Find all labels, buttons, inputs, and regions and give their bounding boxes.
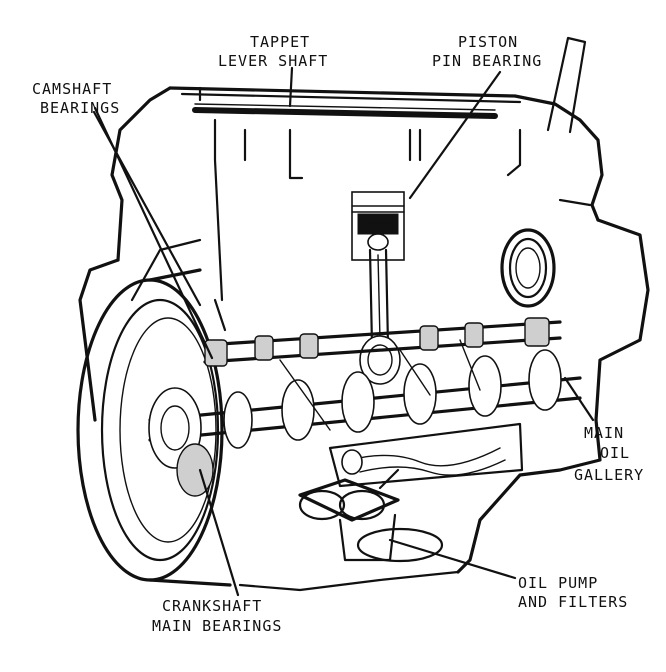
label-gallery-line3: GALLERY: [574, 466, 644, 484]
label-pump-line2: AND FILTERS: [518, 593, 628, 611]
label-crankshaft-main-bearings: CRANKSHAFT MAIN BEARINGS: [152, 597, 282, 635]
label-piston-line2: PIN BEARING: [432, 52, 542, 70]
label-camshaft-line2: BEARINGS: [40, 99, 120, 117]
camshaft: [203, 317, 562, 367]
oil-filter: [298, 468, 444, 563]
flywheel: [76, 268, 232, 587]
oil-sump: [328, 422, 524, 488]
label-tappet-lever-shaft: TAPPET LEVER SHAFT: [218, 33, 328, 70]
timing-gear: [500, 228, 556, 308]
label-pump-line1: OIL PUMP: [518, 574, 598, 592]
label-oil-pump-filters: OIL PUMP AND FILTERS: [518, 574, 628, 611]
label-camshaft-bearings: CAMSHAFT BEARINGS: [32, 80, 120, 117]
leader-lines: [92, 66, 595, 597]
label-tappet-line1: TAPPET: [250, 33, 310, 51]
label-tappet-line2: LEVER SHAFT: [218, 52, 328, 70]
label-main-oil-gallery: MAIN OIL GALLERY: [574, 424, 644, 484]
engine-block: [78, 36, 650, 592]
label-piston-line1: PISTON: [458, 33, 518, 51]
label-gallery-line2: OIL: [600, 444, 630, 462]
label-crank-line2: MAIN BEARINGS: [152, 617, 282, 635]
label-camshaft-line1: CAMSHAFT: [32, 80, 112, 98]
label-piston-pin-bearing: PISTON PIN BEARING: [432, 33, 542, 70]
label-crank-line1: CRANKSHAFT: [162, 597, 262, 615]
label-gallery-line1: MAIN: [584, 424, 624, 442]
piston: [351, 191, 405, 385]
oil-lines: [213, 298, 481, 431]
crankshaft: [148, 349, 582, 497]
